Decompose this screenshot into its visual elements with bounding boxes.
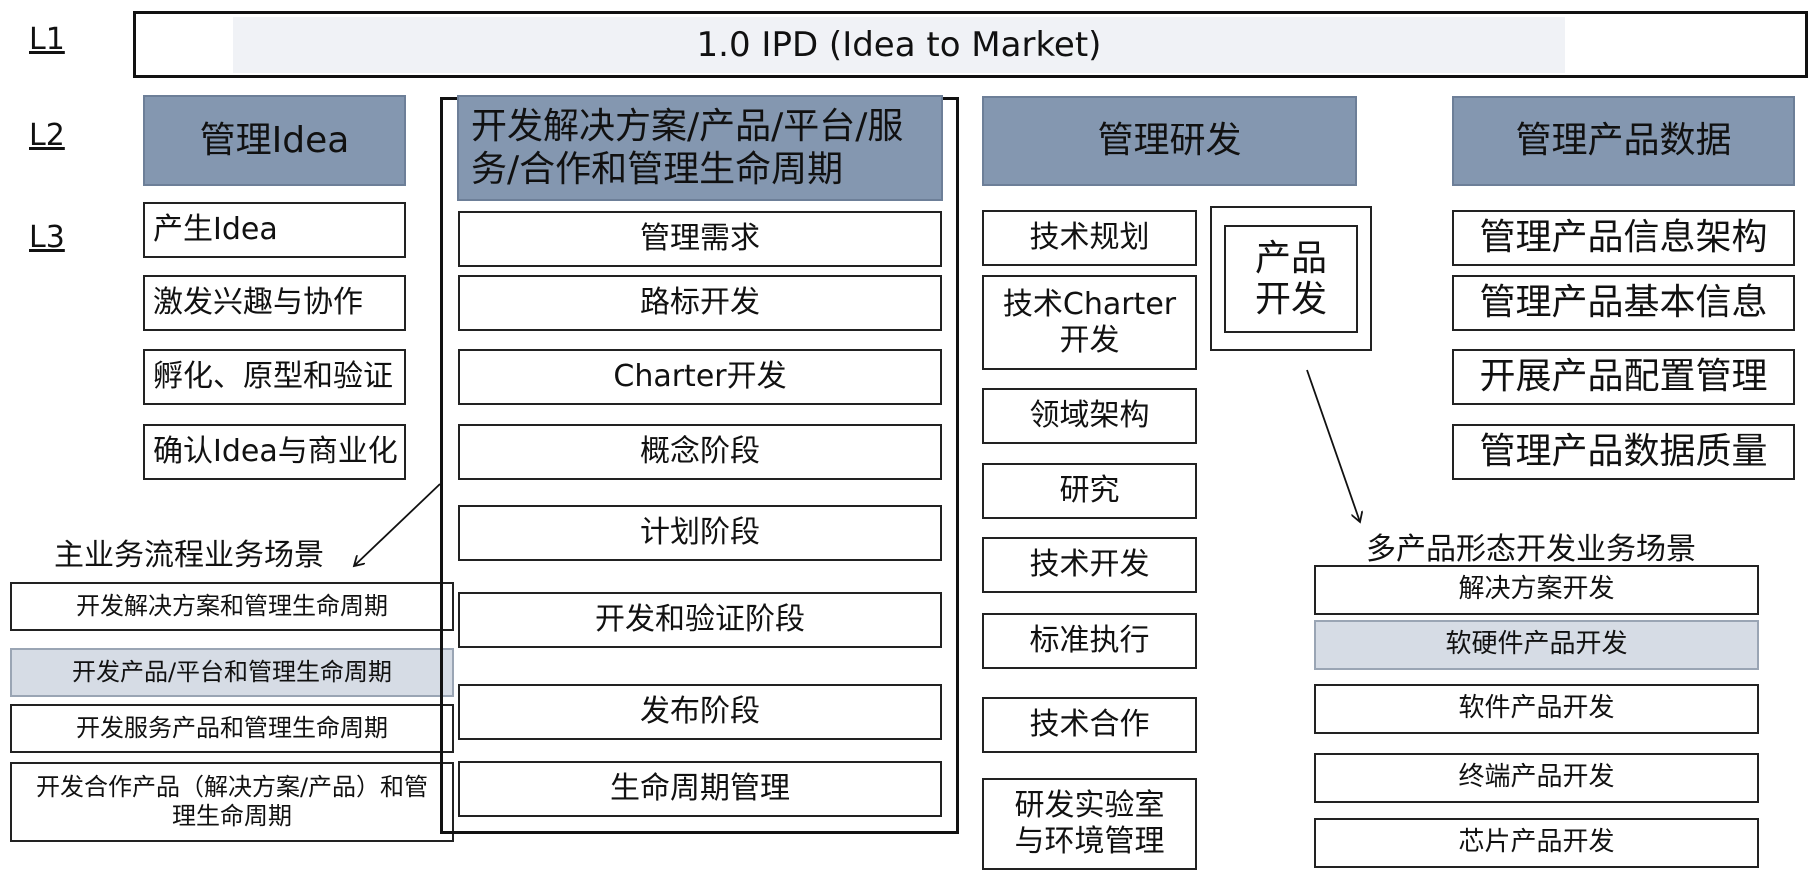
data-item-3: 开展产品配置管理 [1452, 349, 1795, 405]
dev-item-4: 概念阶段 [458, 424, 942, 480]
data-item-2: 管理产品基本信息 [1452, 275, 1795, 331]
multi-scenario-label: 多产品形态开发业务场景 [1366, 532, 1696, 567]
idea-item-2: 激发兴趣与协作 [143, 275, 406, 331]
main-scenario-item-4: 开发合作产品（解决方案/产品）和管理生命周期 [10, 762, 454, 842]
rd-item-5: 技术开发 [982, 537, 1197, 593]
rd-item-3: 领域架构 [982, 388, 1197, 444]
idea-item-4: 确认Idea与商业化 [143, 424, 406, 480]
dev-item-1: 管理需求 [458, 211, 942, 267]
rd-item-1: 技术规划 [982, 210, 1197, 266]
level-label-l2: L2 [29, 118, 65, 153]
level-label-l1: L1 [29, 22, 65, 57]
dev-item-7: 发布阶段 [458, 684, 942, 740]
dev-item-2: 路标开发 [458, 275, 942, 331]
header-manage-rd: 管理研发 [982, 96, 1357, 186]
main-scenario-item-3: 开发服务产品和管理生命周期 [10, 704, 454, 753]
rd-item-4: 研究 [982, 463, 1197, 519]
arrow-to-multi-scenario [1306, 369, 1360, 522]
main-scenario-item-1: 开发解决方案和管理生命周期 [10, 582, 454, 631]
idea-item-1: 产生Idea [143, 202, 406, 258]
multi-scenario-item-4: 终端产品开发 [1314, 753, 1759, 803]
header-manage-product-data: 管理产品数据 [1452, 96, 1795, 186]
idea-item-3: 孵化、原型和验证 [143, 349, 406, 405]
multi-scenario-item-3: 软件产品开发 [1314, 684, 1759, 734]
main-scenario-label: 主业务流程业务场景 [54, 538, 324, 573]
rd-item-2: 技术Charter开发 [982, 275, 1197, 370]
dev-item-8: 生命周期管理 [458, 761, 942, 817]
product-dev-box: 产品开发 [1224, 225, 1358, 333]
dev-item-5: 计划阶段 [458, 505, 942, 561]
rd-item-8: 研发实验室与环境管理 [982, 778, 1197, 870]
main-scenario-item-2: 开发产品/平台和管理生命周期 [10, 648, 454, 697]
dev-item-6: 开发和验证阶段 [458, 592, 942, 648]
multi-scenario-item-5: 芯片产品开发 [1314, 818, 1759, 868]
l1-title: 1.0 IPD (Idea to Market) [233, 17, 1565, 73]
multi-scenario-item-2: 软硬件产品开发 [1314, 620, 1759, 670]
data-item-1: 管理产品信息架构 [1452, 210, 1795, 266]
multi-scenario-item-1: 解决方案开发 [1314, 565, 1759, 615]
product-dev-outer [1210, 206, 1372, 351]
header-develop-solutions: 开发解决方案/产品/平台/服务/合作和管理生命周期 [457, 95, 943, 201]
dev-item-3: Charter开发 [458, 349, 942, 405]
rd-item-7: 技术合作 [982, 697, 1197, 753]
rd-item-6: 标准执行 [982, 613, 1197, 669]
arrow-to-main-scenario [354, 483, 441, 566]
data-item-4: 管理产品数据质量 [1452, 424, 1795, 480]
level-label-l3: L3 [29, 220, 65, 255]
header-manage-idea: 管理Idea [143, 95, 406, 186]
